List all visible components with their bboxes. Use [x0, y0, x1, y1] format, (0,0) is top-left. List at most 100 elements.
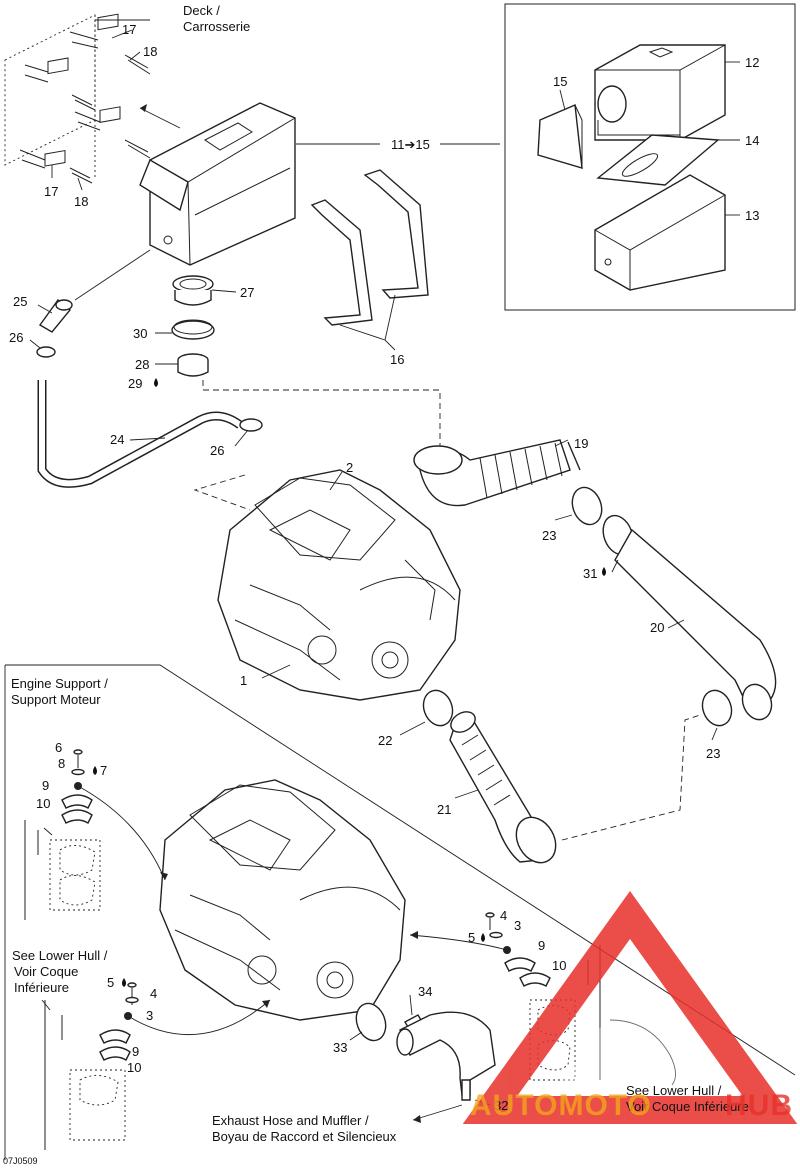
caption-exhaust-line1: Exhaust Hose and Muffler /: [212, 1113, 369, 1128]
callout-10-left-lower: 10: [127, 1060, 141, 1075]
callout-26-left: 26: [9, 330, 23, 345]
part-26-clamp-upper: [36, 346, 56, 358]
callout-28: 28: [135, 357, 149, 372]
drawing-code: 07J0509: [3, 1156, 38, 1166]
engine-lower: [159, 779, 406, 1021]
caption-deck-line1: Deck /: [183, 3, 220, 18]
callout-17-bottom: 17: [44, 184, 58, 199]
callout-7: 7: [100, 763, 107, 778]
drop-icon-7: [93, 766, 97, 775]
watermark-text: AUTOMOTO HUB: [470, 1089, 793, 1122]
watermark-text-right: HUB: [725, 1089, 793, 1122]
callout-9-left-lower: 9: [132, 1044, 139, 1059]
caption-engine-support-line1: Engine Support /: [11, 676, 108, 691]
part-22-clamp: [422, 689, 454, 727]
callout-22: 22: [378, 733, 392, 748]
part-33-exhaust-clamp: [355, 1002, 387, 1042]
part-16-straps: [310, 169, 429, 326]
caption-lower-hull-right-line2: Voir Coque Inférieure: [626, 1099, 749, 1114]
callout-19: 19: [574, 436, 588, 451]
drop-icon-5-left: [122, 978, 126, 987]
callout-15: 15: [553, 74, 567, 89]
leader-lines-top: [29, 19, 740, 450]
callout-4-left: 4: [150, 986, 157, 1001]
callout-25: 25: [13, 294, 27, 309]
callout-1: 1: [240, 673, 247, 688]
part-32-exhaust-tube: [396, 1011, 496, 1101]
part-25-elbow: [38, 298, 73, 333]
callout-labels: 17 18 17 18 11➔15 12 15 14 13 16 27 30 2…: [9, 22, 759, 1113]
drop-symbols: [93, 378, 606, 987]
callout-24: 24: [110, 432, 124, 447]
deck-mount-area: [4, 13, 181, 184]
callout-8: 8: [58, 756, 65, 771]
callout-9-left-upper: 9: [42, 778, 49, 793]
callout-23-upper: 23: [542, 528, 556, 543]
callout-27: 27: [240, 285, 254, 300]
leader-lines-lower: [41, 785, 676, 1123]
callout-3-right: 3: [514, 918, 521, 933]
part-20-air-hose: [614, 528, 777, 721]
caption-lower-hull-left-line1: See Lower Hull /: [12, 948, 108, 963]
part-27-adapter: [172, 275, 214, 306]
part-1-engine-upper: [217, 469, 461, 701]
watermark-text-left: AUTOMOTO: [470, 1089, 652, 1122]
callout-21: 21: [437, 802, 451, 817]
part-19-intake-hose: [413, 439, 581, 507]
connection-lines-mid: [193, 474, 701, 841]
engine-support-section-divider: [5, 664, 796, 1076]
drop-icon-5-right: [481, 933, 485, 942]
callout-11-15: 11➔15: [391, 137, 430, 152]
callout-33: 33: [333, 1040, 347, 1055]
callout-16: 16: [390, 352, 404, 367]
callout-20: 20: [650, 620, 664, 635]
callout-23-right: 23: [706, 746, 720, 761]
caption-engine-support-line2: Support Moteur: [11, 692, 101, 707]
callout-5-left: 5: [107, 975, 114, 990]
caption-exhaust-line2: Boyau de Raccord et Silencieux: [212, 1129, 397, 1144]
callout-9-right: 9: [538, 938, 545, 953]
callout-3-left: 3: [146, 1008, 153, 1023]
captions: Deck / Carrosserie Engine Support / Supp…: [3, 3, 749, 1166]
part-30-clamp: [171, 319, 215, 340]
part-23-clamp-upper: [571, 486, 603, 526]
part-11-airbox-assembly: [139, 102, 296, 266]
callout-4-right: 4: [500, 908, 507, 923]
callout-13: 13: [745, 208, 759, 223]
callout-26-right: 26: [210, 443, 224, 458]
caption-lower-hull-left-line2: Voir Coque: [14, 964, 78, 979]
part-24-hose: [37, 380, 243, 488]
callout-31: 31: [583, 566, 597, 581]
left-engine-mount-lower: [44, 982, 139, 1150]
part-26-clamp-lower: [239, 418, 263, 432]
callout-17-top: 17: [122, 22, 136, 37]
callout-18-bottom: 18: [74, 194, 88, 209]
part-21-flex-hose: [449, 711, 557, 864]
part-28-sleeve: [177, 353, 209, 377]
callout-30: 30: [133, 326, 147, 341]
callout-14: 14: [745, 133, 759, 148]
callout-6: 6: [55, 740, 62, 755]
leader-lines-mid: [261, 439, 718, 799]
callout-18-top: 18: [143, 44, 157, 59]
drop-icon-29: [154, 378, 158, 387]
caption-lower-hull-left-line3: Inférieure: [14, 980, 69, 995]
callout-10-right: 10: [552, 958, 566, 973]
part-13-airbox-base: [594, 174, 726, 291]
airbox-detail-frame: [504, 3, 796, 311]
callout-34: 34: [418, 984, 432, 999]
callout-32: 32: [494, 1098, 508, 1113]
callout-10-left-upper: 10: [36, 796, 50, 811]
part-23-clamp-right: [701, 689, 733, 727]
caption-deck-line2: Carrosserie: [183, 19, 250, 34]
part-15-wedge: [537, 103, 583, 169]
callout-2: 2: [346, 460, 353, 475]
callout-12: 12: [745, 55, 759, 70]
drop-icon-31: [602, 567, 606, 576]
caption-lower-hull-right-line1: See Lower Hull /: [626, 1083, 722, 1098]
callout-5-right: 5: [468, 930, 475, 945]
part-12-airbox-cover: [594, 44, 726, 141]
part-14-gasket: [596, 134, 720, 186]
